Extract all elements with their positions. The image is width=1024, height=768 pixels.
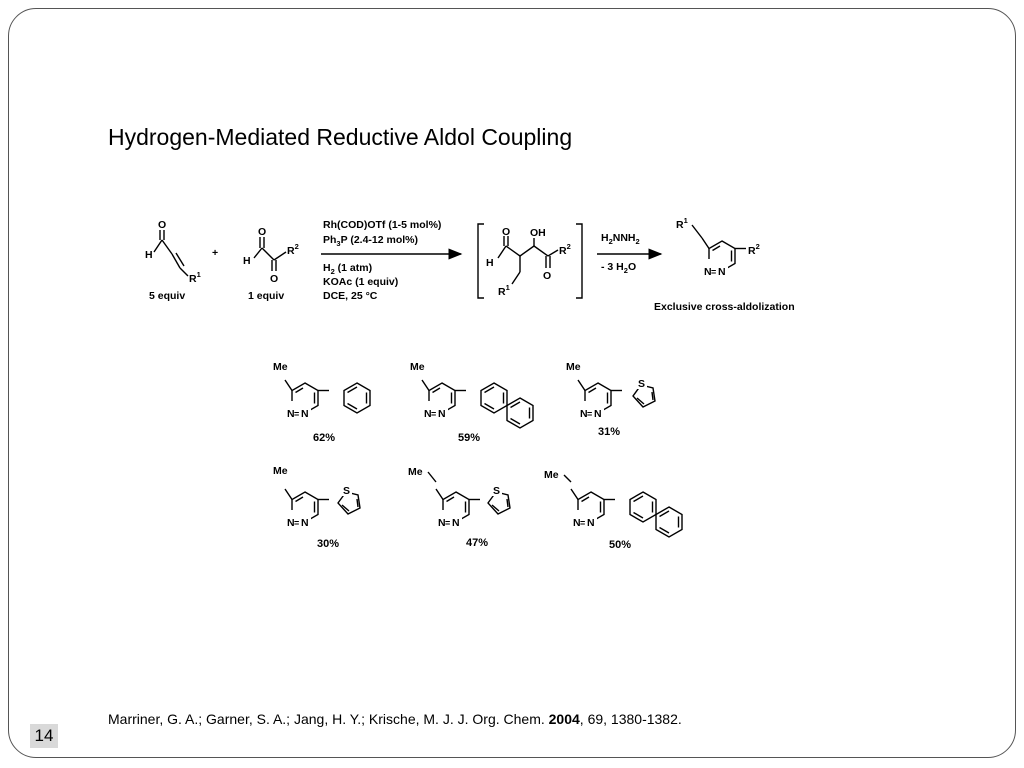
svg-text:O: O (502, 226, 510, 238)
citation-authors: Marriner, G. A.; Garner, S. A.; Jang, H.… (108, 711, 545, 727)
reactant2-equiv: 1 equiv (248, 290, 284, 302)
reactant-ketoaldehyde: O H O R2 (243, 226, 299, 285)
svg-text:Me: Me (273, 465, 288, 477)
svg-text:O: O (258, 226, 266, 238)
reactant1-equiv: 5 equiv (149, 290, 185, 302)
condition-base: KOAc (1 equiv) (323, 276, 398, 288)
svg-text:O: O (158, 219, 166, 231)
svg-text:O: O (543, 270, 551, 282)
condition-hydrogen: H2 (1 atm) (323, 262, 372, 276)
yield-2: 59% (458, 432, 480, 444)
svg-text:R2: R2 (559, 242, 571, 257)
aldol-intermediate: O H OH O R2 R1 (477, 223, 583, 299)
condition-catalyst: Rh(COD)OTf (1-5 mol%) (323, 219, 441, 231)
svg-text:O: O (270, 273, 278, 285)
product-et-naphthyl: Me (544, 469, 683, 538)
reagent-water-loss: - 3 H2O (601, 261, 636, 275)
citation-volume-pages: , 69, 1380-1382. (579, 711, 682, 727)
svg-text:Me: Me (273, 361, 288, 373)
svg-text:H: H (145, 249, 153, 261)
svg-text:H: H (486, 257, 494, 269)
svg-text:Me: Me (408, 466, 423, 478)
slide-frame (8, 8, 1016, 758)
page-number: 14 (30, 724, 58, 748)
citation: Marriner, G. A.; Garner, S. A.; Jang, H.… (108, 711, 682, 727)
product-me-naphthyl: Me (410, 361, 534, 429)
svg-text:R1: R1 (498, 283, 510, 298)
product-me-phenyl: Me (273, 361, 371, 421)
condition-ligand: Ph3P (2.4-12 mol%) (323, 234, 418, 248)
general-pyridazine-product: R1 R2 (676, 216, 760, 279)
svg-text:Me: Me (544, 469, 559, 481)
citation-year: 2004 (548, 711, 580, 727)
svg-text:Me: Me (566, 361, 581, 373)
svg-text:R2: R2 (287, 242, 299, 257)
yield-6: 50% (609, 539, 631, 551)
condition-solvent: DCE, 25 °C (323, 290, 378, 302)
slide-title: Hydrogen-Mediated Reductive Aldol Coupli… (108, 124, 573, 150)
plus-sign: + (212, 247, 218, 259)
svg-text:OH: OH (530, 227, 546, 239)
svg-text:H: H (243, 255, 251, 267)
yield-5: 47% (466, 537, 488, 549)
yield-3: 31% (598, 426, 620, 438)
svg-text:Me: Me (410, 361, 425, 373)
yield-1: 62% (313, 432, 335, 444)
reactant-enal: O H R1 (145, 219, 201, 285)
reagent-hydrazine: H2NNH2 (601, 232, 640, 246)
product-me-thienyl-b: Me (273, 465, 361, 530)
product-me-thienyl-a: Me (566, 361, 656, 421)
svg-text:R1: R1 (676, 216, 688, 231)
yield-4: 30% (317, 538, 339, 550)
svg-text:R1: R1 (189, 270, 201, 285)
svg-text:R2: R2 (748, 242, 760, 257)
selectivity-note: Exclusive cross-aldolization (654, 301, 795, 313)
product-et-thienyl: Me (408, 466, 511, 530)
